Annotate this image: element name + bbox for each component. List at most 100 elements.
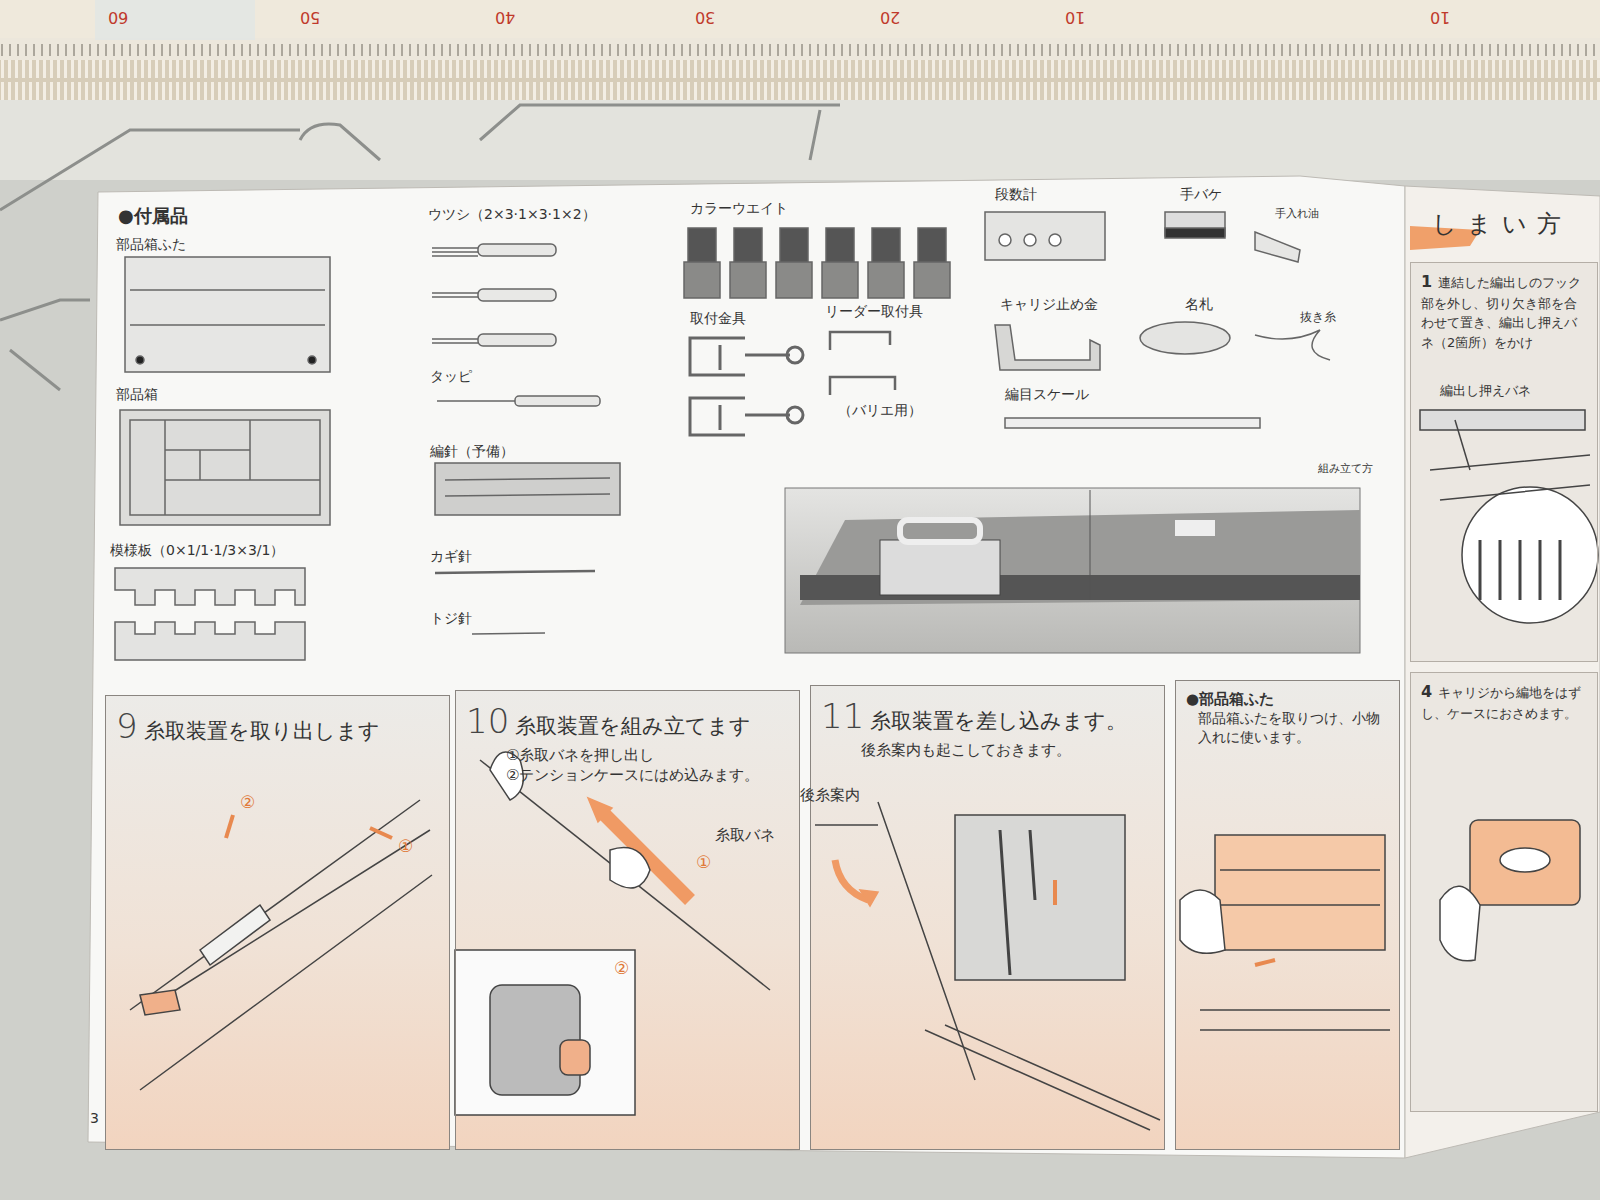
pages (1410, 672, 1598, 1112)
step-drawings (1180, 890, 1225, 953)
ruler-number: 10 (1430, 8, 1450, 27)
desk-and-machine (95, 0, 255, 40)
part-label: 手入れ油 (1275, 207, 1319, 220)
ruler-number: 50 (300, 8, 320, 27)
accessory-drawings (1255, 232, 1300, 262)
accessory-drawings (776, 262, 812, 298)
pages (88, 176, 1405, 1158)
step-text: 糸取装置を差し込みます。 (870, 709, 1127, 733)
machine-photo (1090, 490, 1091, 600)
machine-photo (800, 510, 1360, 605)
step-drawings (925, 1025, 1160, 1130)
part-label: 部品箱ふた (116, 236, 186, 253)
step-drawings (860, 890, 878, 906)
step-number: 11 (821, 696, 864, 736)
step-drawings (1500, 848, 1550, 872)
machine-photo (785, 488, 1360, 653)
accessory-drawings (435, 571, 595, 573)
step-drawings (1470, 820, 1580, 905)
step-text: 後糸案内も起こしておきます。 (821, 740, 1154, 760)
step-number: 9 (116, 706, 138, 746)
step-drawings (588, 798, 612, 822)
step-drawings (140, 990, 180, 1015)
accessory-drawings (472, 633, 545, 634)
accessory-drawings (308, 356, 316, 364)
step-panel: 10糸取装置を組み立てます①糸取バネを押し出し②テンションケースにはめ込みます。 (455, 690, 800, 1150)
accessory-drawings (995, 325, 1100, 370)
step-panel: ●部品箱ふた部品箱ふたを取りつけ、小物入れに使います。 (1175, 680, 1400, 1150)
instruction-panel: 4キャリジから編地をはずし、ケースにおさめます。 (1410, 672, 1598, 1112)
accessory-drawings (515, 396, 600, 406)
step-text: 部品箱ふたを取りつけ、小物入れに使います。 (1186, 709, 1389, 747)
pages (1410, 262, 1598, 662)
accessory-drawings (130, 324, 325, 326)
part-label: カギ針 (430, 548, 472, 565)
accessory-drawings (435, 463, 620, 515)
pages (455, 690, 800, 1150)
step-drawings (1053, 880, 1057, 905)
accessory-drawings (826, 228, 854, 264)
part-label: 取付金具 (690, 310, 746, 327)
step-drawings (1440, 886, 1480, 961)
accessory-drawings (690, 398, 790, 435)
step-drawings (955, 815, 1125, 980)
section-heading: ●付属品 (118, 205, 188, 227)
accessory-drawings (120, 410, 330, 525)
part-label: 手バケ (1180, 186, 1222, 203)
accessory-drawings (115, 622, 305, 660)
step-drawings (130, 800, 432, 1090)
machine-photo (1175, 520, 1215, 536)
accessory-drawings (478, 244, 556, 256)
accessory-drawings (1165, 228, 1225, 238)
callout-number: ② (240, 792, 255, 812)
accessory-drawings (445, 478, 610, 480)
desk-and-machine (0, 60, 1600, 100)
part-label: 模様板（0×1/1·1/3×3/1） (110, 542, 284, 559)
part-label: ウツシ（2×3·1×3·1×2） (428, 206, 596, 223)
accessory-drawings (136, 356, 144, 364)
step-text: キャリジから編地をはずし、ケースにおさめます。 (1421, 685, 1581, 721)
accessory-drawings (914, 262, 950, 298)
part-label: 編目スケール (1005, 386, 1089, 403)
accessory-drawings (787, 347, 803, 363)
ruler-number: 40 (495, 8, 515, 27)
accessory-drawings (684, 228, 950, 298)
part-label: 部品箱 (116, 386, 158, 403)
step-drawings (1480, 540, 1560, 600)
accessory-drawings (918, 228, 946, 264)
step-panel: 9糸取装置を取り出します (105, 695, 450, 1150)
accessory-drawings (1140, 322, 1230, 354)
part-label: 編針（予備） (430, 443, 514, 460)
ruler-number: 20 (880, 8, 900, 27)
part-label: 糸取バネ (715, 826, 775, 844)
part-label: 組み立て方 (1318, 462, 1373, 475)
accessory-drawings (1024, 234, 1036, 246)
accessory-drawings (868, 262, 904, 298)
accessory-drawings (130, 289, 325, 291)
part-label: 3 (90, 1110, 99, 1127)
machine-photo (880, 540, 1000, 595)
step-drawings (1420, 410, 1585, 430)
part-label: トジ針 (430, 610, 472, 627)
accessory-drawings (690, 338, 790, 375)
step-drawings (1430, 455, 1590, 500)
step-drawings (1220, 870, 1380, 905)
ruler-number: 60 (108, 8, 128, 27)
callout-number: ① (398, 836, 413, 856)
part-label: 段数計 (995, 186, 1037, 203)
part-label: タッピ (430, 368, 472, 385)
accessory-drawings (830, 332, 895, 395)
accessory-drawings (478, 289, 556, 301)
pages (105, 695, 450, 1150)
part-label: 抜き糸 (1300, 310, 1336, 324)
step-drawings (130, 410, 1598, 1130)
part-label: リーダー取付具 (825, 303, 923, 320)
accessory-drawings (999, 234, 1011, 246)
part-label: （バリエ用） (838, 402, 922, 419)
accessory-drawings (872, 228, 900, 264)
callout-number: ① (696, 852, 711, 872)
callout-number: ② (614, 958, 629, 978)
